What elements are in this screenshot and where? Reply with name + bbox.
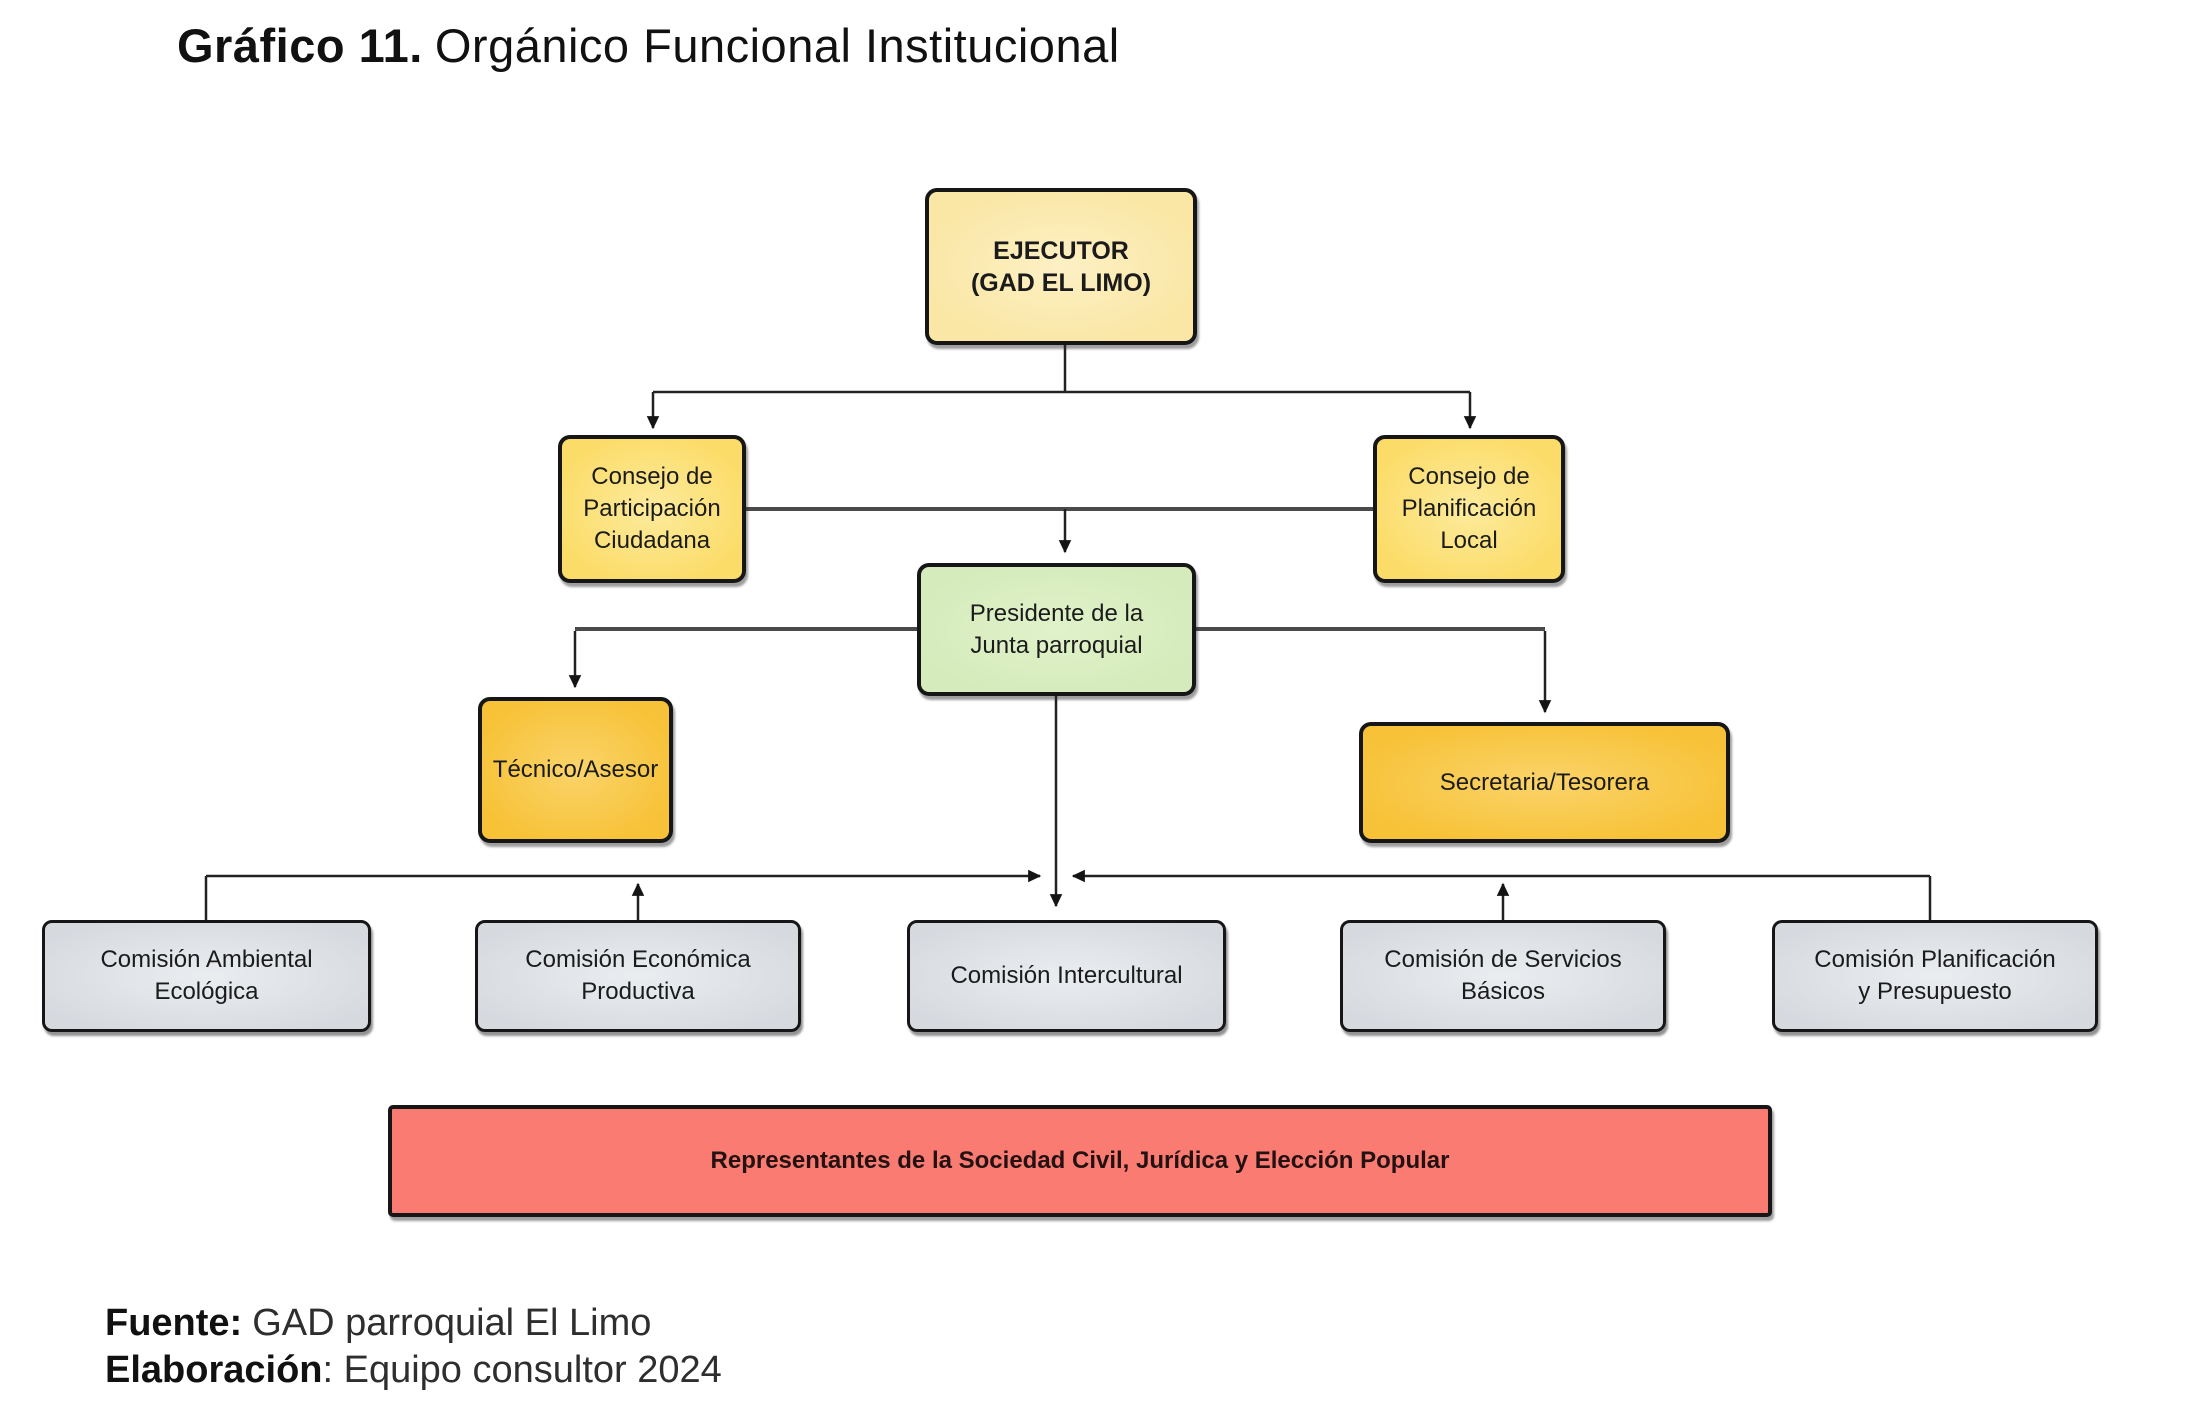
footer-fuente: Fuente:GAD parroquial El Limo (105, 1300, 722, 1347)
node-comision-planificacion: Comisión Planificación y Presupuesto (1772, 920, 2098, 1032)
footer-elaboracion-label: Elaboración (105, 1349, 323, 1391)
node-representantes: Representantes de la Sociedad Civil, Jur… (388, 1105, 1772, 1217)
node-comision-intercultural-label: Comisión Intercultural (950, 962, 1183, 989)
footer-elaboracion: Elaboración: Equipo consultor 2024 (105, 1347, 722, 1394)
node-consejo-participacion-label: Consejo de Participación Ciudadana (583, 463, 721, 554)
node-secretaria-tesorera-label: Secretaria/Tesorera (1439, 768, 1650, 796)
footer-elaboracion-value: : Equipo consultor 2024 (322, 1349, 722, 1391)
node-ejecutor: EJECUTOR (GAD EL LIMO) (925, 188, 1197, 345)
node-comision-economica-label: Comisión Económica Productiva (525, 946, 751, 1005)
node-comision-planificacion-label: Comisión Planificación y Presupuesto (1814, 946, 2056, 1005)
node-representantes-label: Representantes de la Sociedad Civil, Jur… (710, 1147, 1450, 1174)
figure-title-text: Orgánico Funcional Institucional (434, 19, 1120, 72)
node-tecnico-asesor-label: Técnico/Asesor (492, 756, 659, 783)
figure-title: Gráfico 11.Orgánico Funcional Institucio… (177, 18, 1120, 73)
node-presidente: Presidente de la Junta parroquial (917, 563, 1196, 696)
node-consejo-participacion: Consejo de Participación Ciudadana (558, 435, 746, 583)
node-consejo-planificacion-label: Consejo de Planificación Local (1401, 463, 1537, 554)
node-comision-economica: Comisión Económica Productiva (475, 920, 801, 1032)
node-secretaria-tesorera: Secretaria/Tesorera (1359, 722, 1730, 843)
footer-fuente-value: GAD parroquial El Limo (252, 1302, 652, 1344)
figure-footer: Fuente:GAD parroquial El Limo Elaboració… (105, 1300, 722, 1394)
node-ejecutor-label: EJECUTOR (GAD EL LIMO) (970, 236, 1152, 297)
node-tecnico-asesor: Técnico/Asesor (478, 697, 673, 843)
node-comision-servicios: Comisión de Servicios Básicos (1340, 920, 1666, 1032)
node-presidente-label: Presidente de la Junta parroquial (969, 599, 1144, 659)
node-comision-ambiental-label: Comisión Ambiental Ecológica (100, 946, 313, 1005)
node-consejo-planificacion: Consejo de Planificación Local (1373, 435, 1565, 583)
figure-title-number: Gráfico 11. (177, 19, 423, 72)
footer-fuente-label: Fuente: (105, 1302, 243, 1344)
node-comision-servicios-label: Comisión de Servicios Básicos (1384, 946, 1622, 1005)
node-comision-intercultural: Comisión Intercultural (907, 920, 1226, 1032)
node-comision-ambiental: Comisión Ambiental Ecológica (42, 920, 371, 1032)
